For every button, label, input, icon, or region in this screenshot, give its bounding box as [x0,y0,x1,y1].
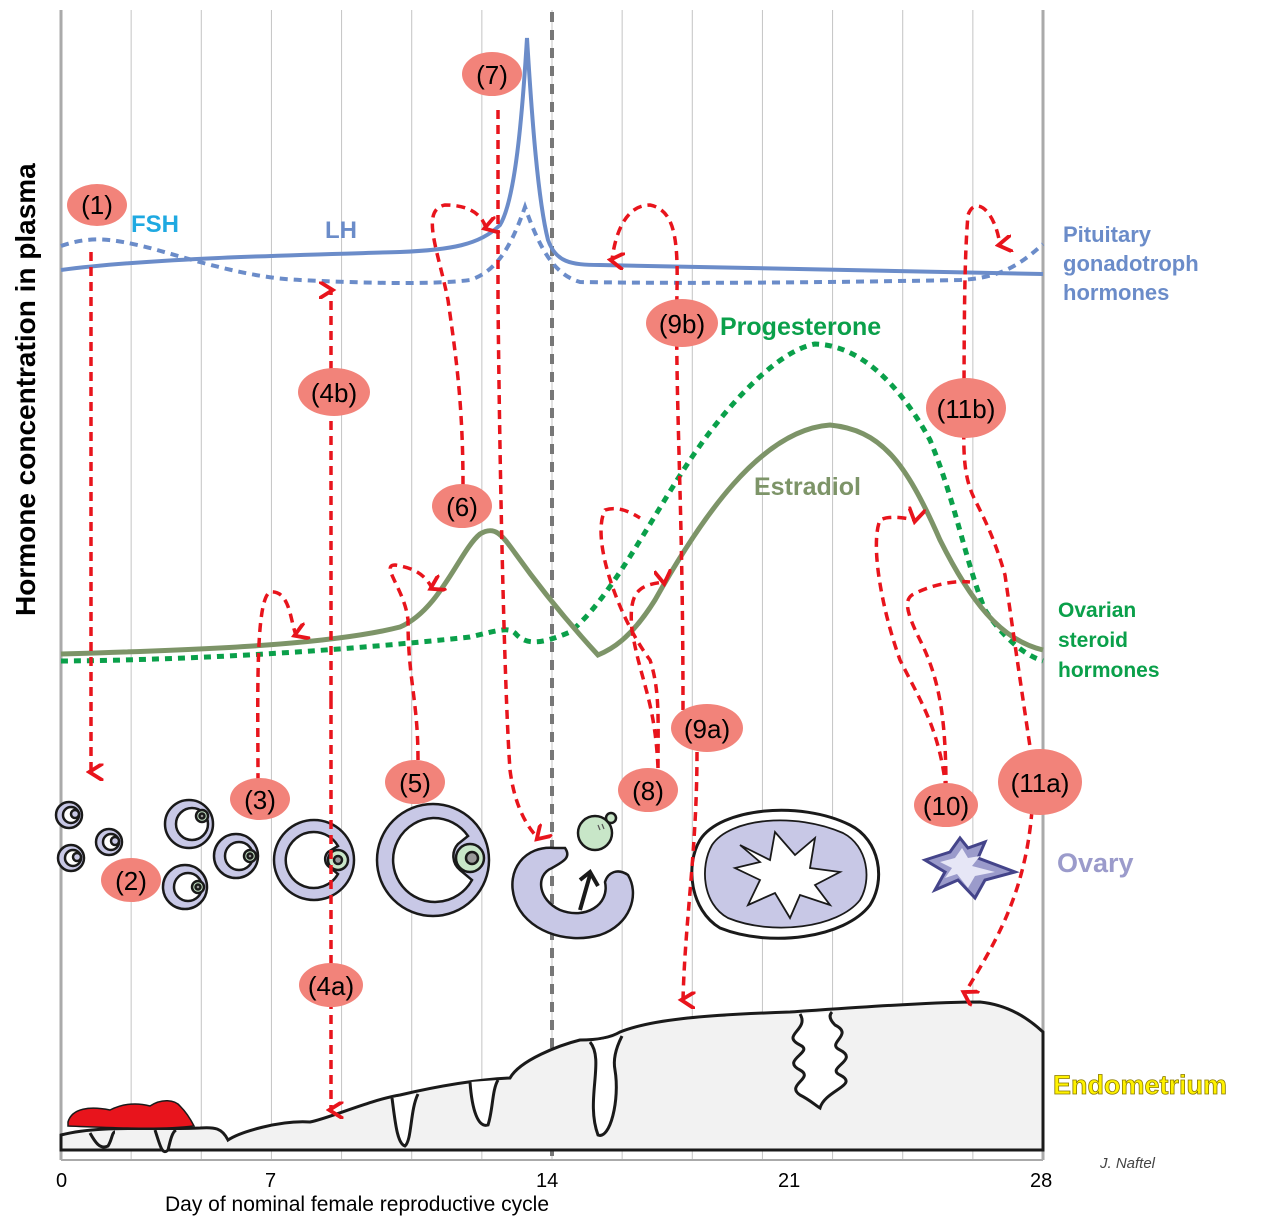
ruptured-follicle [511,846,635,940]
ovary-label: Ovary [1057,848,1134,878]
endometrium-label: Endometrium [1053,1070,1227,1100]
primary-follicle-1 [163,798,215,850]
step-badge-3-label: (3) [244,785,276,815]
endometrium-gland-3 [390,1093,420,1148]
ovarian-label-line3: hormones [1058,659,1160,682]
signature: J. Naftel [1099,1155,1156,1172]
arrow-8-to-steroids [599,506,664,769]
y-axis-label: Hormone concentration in plasma [10,163,41,616]
step-badge-7-label: (7) [476,60,508,90]
menstrual-blood [67,1100,196,1130]
primary-follicle-3 [161,863,209,911]
step-badge-5: (5) [385,760,445,804]
step-badge-9a-label: (9a) [684,714,730,744]
endometrium-gland-1 [88,1130,116,1149]
ovarian-label-line2: steroid [1058,629,1128,652]
endometrium-gland-5 [588,1035,624,1137]
step-badge-8-label: (8) [632,776,664,806]
corpus-luteum [690,808,881,940]
pituitary-label-line1: Pituitary [1063,222,1152,247]
ovarian-label-line1: Ovarian [1058,599,1136,622]
primordial-follicle-1 [54,800,84,830]
step-badge-9b-label: (9b) [659,309,705,339]
released-oocyte [576,811,618,852]
lh-curve [60,37,1044,276]
step-badge-4a: (4a) [299,963,363,1007]
arrow-11a-to-endometrium [965,809,1034,993]
x-tick-0: 0 [56,1170,67,1192]
step-badge-8: (8) [618,768,678,812]
fsh-label: FSH [131,211,179,238]
step-badges: (1) (2) (3) (4a) (4b) (5) (6) (7) (8) (9… [67,52,1082,1007]
ovulation-direction-arrow [578,868,600,911]
endometrium-gland-spiral [791,1010,848,1111]
x-tick-28: 28 [1030,1170,1052,1192]
arrow-lh-surge-to-ovary [496,110,538,838]
ovary-follicles [54,798,1020,940]
primary-follicle-2 [212,832,260,880]
endometrium-gland-2 [153,1128,177,1154]
step-badge-6: (6) [432,484,492,528]
estradiol-label: Estradiol [754,473,861,501]
step-badge-11a: (11a) [998,749,1082,815]
step-badge-4b-label: (4b) [311,378,357,408]
step-badge-10: (10) [914,783,978,827]
step-badge-11b: (11b) [926,378,1006,438]
arrow-5-to-estradiol [388,563,432,761]
step-badge-10-label: (10) [923,791,969,821]
step-badge-3: (3) [230,778,290,820]
secondary-follicle [272,818,356,902]
estradiol-curve [60,422,1044,658]
primordial-follicle-2 [94,827,124,857]
primordial-follicle-3 [56,843,86,873]
x-tick-14: 14 [536,1170,558,1192]
fsh-curve [60,200,1045,285]
arrow-11b-to-fsh [962,204,1034,761]
arrow-6-to-lh [430,203,486,486]
step-badge-1-label: (1) [81,190,113,220]
step-badge-2: (2) [101,858,161,902]
pituitary-label-line3: hormones [1063,280,1169,305]
x-tick-7: 7 [265,1170,276,1192]
corpus-albicans [921,835,1020,901]
step-badge-5-label: (5) [399,768,431,798]
progesterone-label: Progesterone [720,313,881,341]
arrow-10-to-steroids [874,517,971,791]
step-badge-6-label: (6) [446,492,478,522]
step-badge-11b-label: (11b) [937,394,996,424]
arrow-9a-to-endometrium [683,751,699,1000]
step-badge-11a-label: (11a) [1011,768,1070,798]
lh-label: LH [325,217,357,244]
step-badge-4b: (4b) [298,368,370,416]
step-badge-2-label: (2) [115,866,147,896]
step-badge-7: (7) [462,52,522,96]
endometrium-gland-4 [468,1079,500,1127]
arrow-9b-to-lh [612,203,685,711]
x-axis-label: Day of nominal female reproductive cycle [165,1193,549,1216]
feedback-arrows [91,110,1034,1110]
day-gridlines [130,10,974,1160]
tertiary-follicle [375,802,491,918]
arrow-follicles-to-estradiol [256,590,296,783]
progesterone-curve [60,341,1044,664]
step-badge-9b: (9b) [646,299,718,347]
pituitary-label-line2: gonadotroph [1063,251,1199,276]
step-badge-9a: (9a) [671,704,743,752]
step-badge-4a-label: (4a) [308,971,354,1001]
step-badge-1: (1) [67,184,127,226]
x-tick-21: 21 [778,1170,800,1192]
